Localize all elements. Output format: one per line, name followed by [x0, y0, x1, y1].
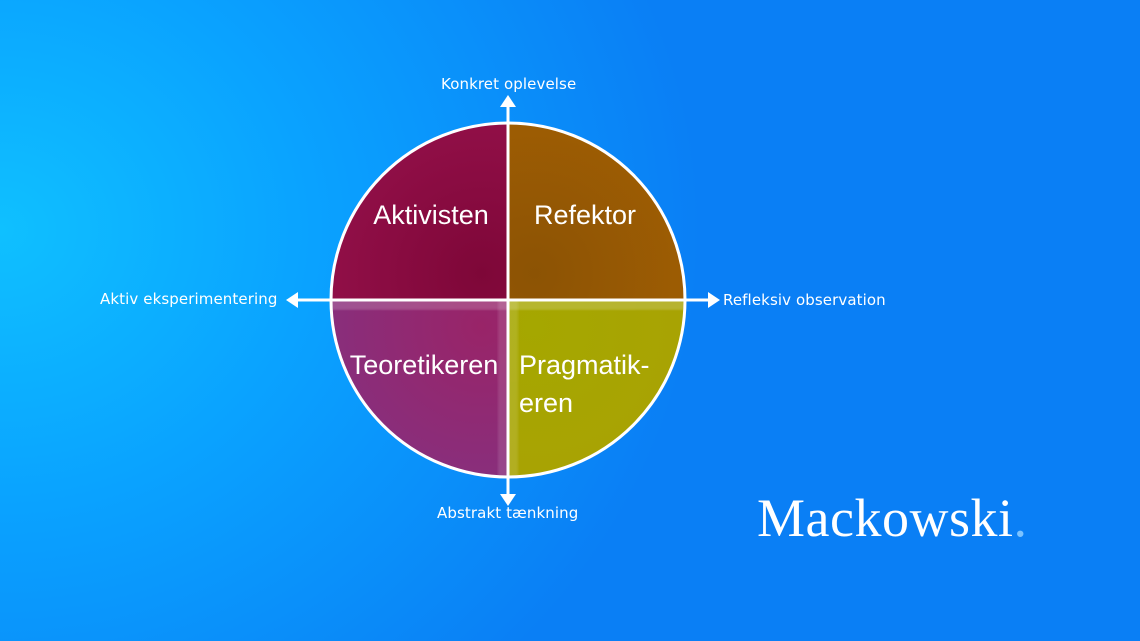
- arrow-up-icon: [500, 95, 516, 107]
- brand-logo: Mackowski.: [757, 487, 1027, 549]
- axis-label-bottom: Abstrakt tænkning: [437, 504, 579, 522]
- axis-label-left: Aktiv eksperimentering: [100, 290, 278, 308]
- label-refektor: Refektor: [534, 200, 636, 230]
- quadrant-teoretikeren: [331, 300, 508, 477]
- axis-label-right: Refleksiv observation: [723, 291, 886, 309]
- label-teoretikeren: Teoretikeren: [350, 350, 499, 380]
- axis-label-top: Konkret oplevelse: [441, 75, 577, 93]
- brand-name: Mackowski: [757, 488, 1014, 548]
- label-pragmatikeren-line2: eren: [519, 388, 573, 418]
- label-pragmatikeren-line1: Pragmatik-: [519, 350, 650, 380]
- arrow-right-icon: [708, 292, 720, 308]
- arrow-left-icon: [286, 292, 298, 308]
- brand-dot: .: [1013, 488, 1028, 548]
- label-aktivisten: Aktivisten: [373, 200, 489, 230]
- arrow-down-icon: [500, 494, 516, 506]
